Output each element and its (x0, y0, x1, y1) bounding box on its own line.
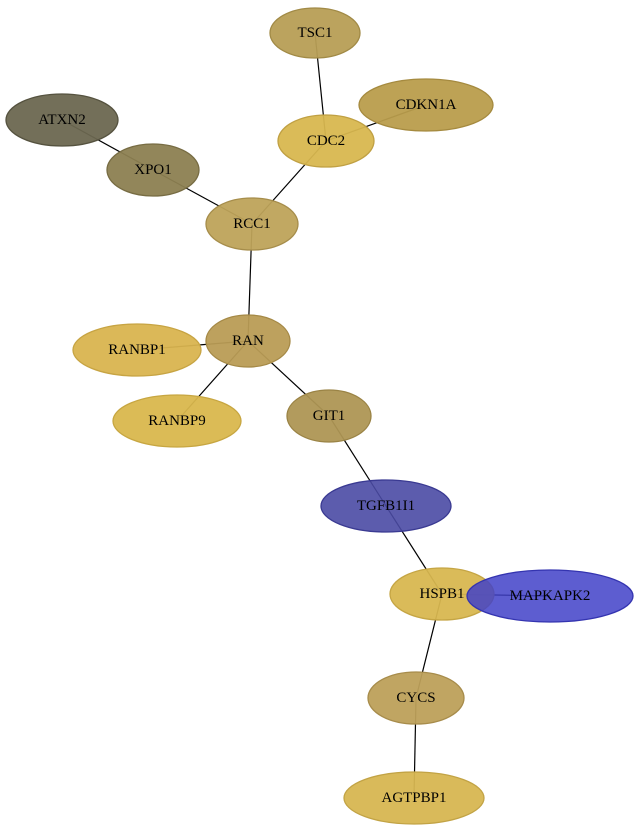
node-label-xpo1: XPO1 (134, 162, 172, 178)
node-label-cdc2: CDC2 (307, 133, 345, 149)
node-label-mapkapk2: MAPKAPK2 (510, 588, 591, 604)
node-label-ranbp9: RANBP9 (148, 413, 206, 429)
node-label-agtpbp1: AGTPBP1 (381, 790, 446, 806)
node-ranbp1[interactable]: RANBP1 (72, 323, 202, 377)
node-hspb1[interactable]: HSPB1 (389, 567, 495, 621)
node-ellipse-git1 (286, 389, 372, 443)
node-mapkapk2[interactable]: MAPKAPK2 (466, 569, 634, 623)
node-cdkn1a[interactable]: CDKN1A (358, 78, 494, 132)
node-ellipse-cdc2 (277, 114, 375, 168)
node-label-git1: GIT1 (313, 408, 346, 424)
node-ellipse-cdkn1a (358, 78, 494, 132)
node-label-rcc1: RCC1 (233, 216, 271, 232)
node-ellipse-agtpbp1 (343, 771, 485, 825)
node-rcc1[interactable]: RCC1 (205, 197, 299, 251)
node-tgfb1i1[interactable]: TGFB1I1 (320, 479, 452, 533)
node-label-hspb1: HSPB1 (419, 586, 464, 602)
node-ellipse-cycs (367, 671, 465, 725)
node-label-ranbp1: RANBP1 (108, 342, 166, 358)
node-cdc2[interactable]: CDC2 (277, 114, 375, 168)
node-ellipse-tgfb1i1 (320, 479, 452, 533)
node-tsc1[interactable]: TSC1 (269, 7, 361, 59)
node-ellipse-ranbp9 (112, 394, 242, 448)
node-ellipse-xpo1 (106, 143, 200, 197)
node-ran[interactable]: RAN (205, 314, 291, 368)
node-ellipse-tsc1 (269, 7, 361, 59)
node-ranbp9[interactable]: RANBP9 (112, 394, 242, 448)
node-ellipse-atxn2 (5, 93, 119, 147)
node-agtpbp1[interactable]: AGTPBP1 (343, 771, 485, 825)
node-cycs[interactable]: CYCS (367, 671, 465, 725)
node-xpo1[interactable]: XPO1 (106, 143, 200, 197)
node-label-cycs: CYCS (396, 690, 435, 706)
node-atxn2[interactable]: ATXN2 (5, 93, 119, 147)
node-ellipse-rcc1 (205, 197, 299, 251)
node-ellipse-ran (205, 314, 291, 368)
node-label-atxn2: ATXN2 (38, 112, 86, 128)
node-label-ran: RAN (232, 333, 264, 349)
node-label-cdkn1a: CDKN1A (396, 97, 457, 113)
node-ellipse-ranbp1 (72, 323, 202, 377)
node-ellipse-mapkapk2 (466, 569, 634, 623)
node-git1[interactable]: GIT1 (286, 389, 372, 443)
node-label-tgfb1i1: TGFB1I1 (357, 498, 415, 514)
node-label-tsc1: TSC1 (297, 25, 332, 41)
